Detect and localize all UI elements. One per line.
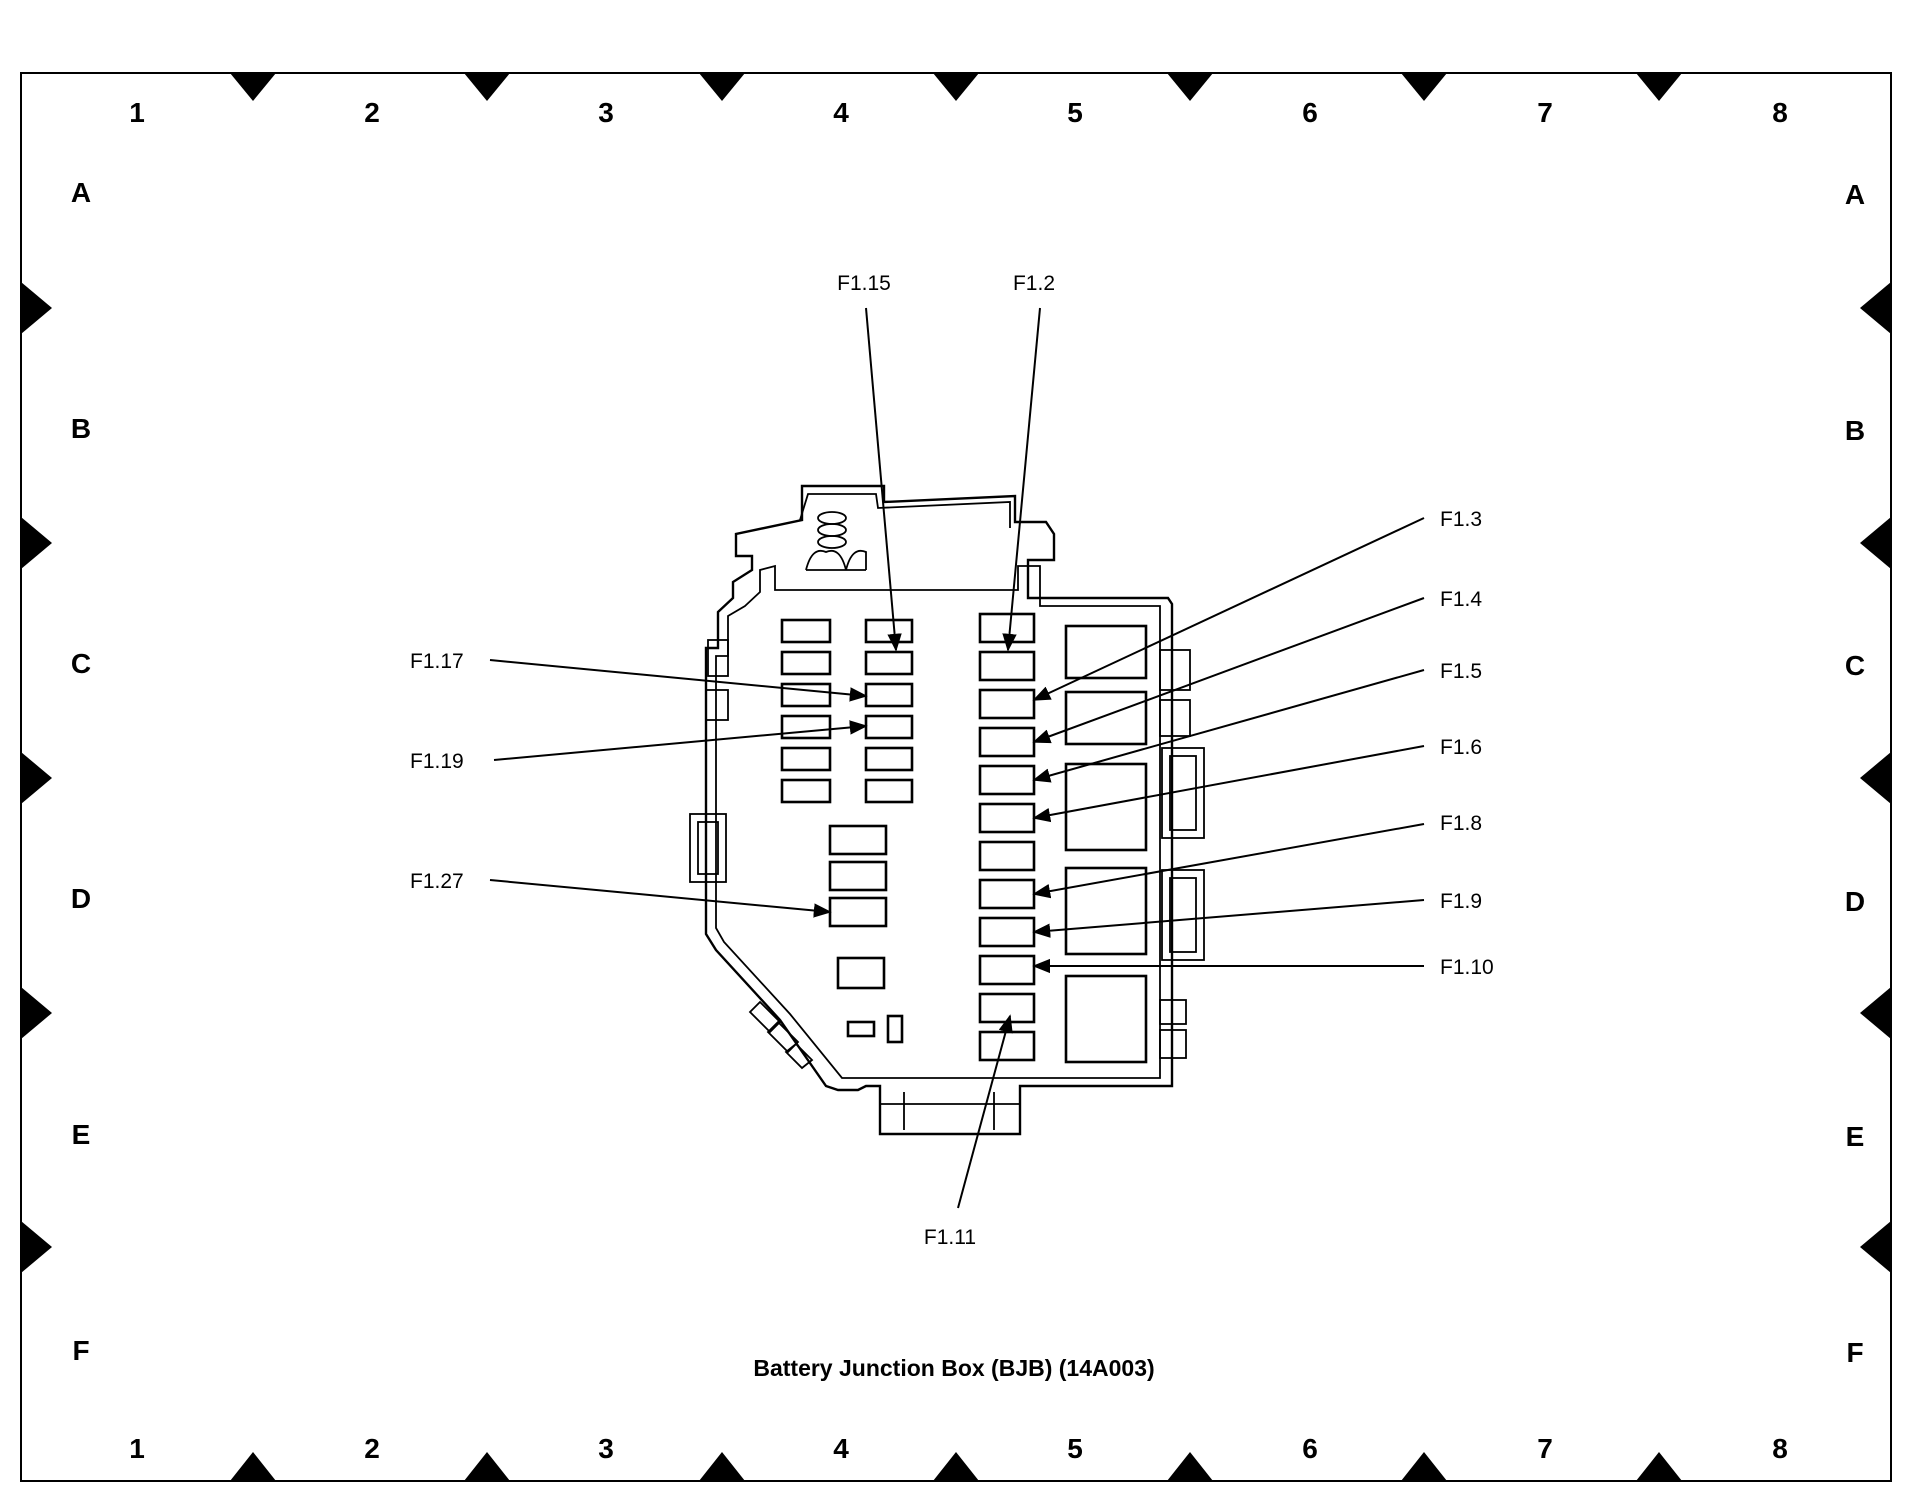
leader-f1-4 [1032,597,1425,744]
right-zone-markers [1860,282,1891,1273]
housing-inner [715,564,1161,1079]
col-label-5-bottom: 5 [1067,1433,1083,1464]
col-label-7-bottom: 7 [1537,1433,1553,1464]
row-label-d-left: D [71,883,91,914]
col-label-4-bottom: 4 [833,1433,849,1464]
label-f1-10: F1.10 [1440,956,1494,979]
leader-f1-11 [957,1014,1013,1209]
label-f1-19: F1.19 [410,750,464,773]
leader-lines [489,307,1425,1209]
leader-f1-2 [1002,307,1041,652]
label-f1-8: F1.8 [1440,812,1482,835]
row-label-f-right: F [1846,1337,1863,1368]
sheet-border [20,72,1892,1482]
row-label-a-right: A [1845,179,1865,210]
col-label-1-bottom: 1 [129,1433,145,1464]
bottom-left-tabs [748,1000,814,1070]
row-label-c-right: C [1845,650,1865,681]
leader-f1-5 [1032,669,1425,783]
label-f1-27: F1.27 [410,870,464,893]
col-label-7-top: 7 [1537,97,1553,128]
col-label-6-bottom: 6 [1302,1433,1318,1464]
leader-f1-8 [1032,823,1425,899]
col-label-1-top: 1 [129,97,145,128]
row-label-a-left: A [71,177,91,208]
col-label-4-top: 4 [833,97,849,128]
col-label-2-bottom: 2 [364,1433,380,1464]
relay-block [1064,624,1148,1064]
callout-labels: F1.15 F1.2 F1.3 F1.4 F1.5 F1.6 F1.8 F1.9… [410,272,1494,1249]
col-label-5-top: 5 [1067,97,1083,128]
label-f1-4: F1.4 [1440,588,1482,611]
right-connectors [1159,649,1205,1059]
leader-f1-3 [1032,517,1425,701]
left-fuse-block [780,618,832,804]
row-label-f-left: F [72,1335,89,1366]
row-label-b-left: B [71,413,91,444]
label-f1-6: F1.6 [1440,736,1482,759]
left-zone-markers [21,282,52,1273]
spring-coil [805,511,867,571]
label-f1-17: F1.17 [410,650,464,673]
label-f1-3: F1.3 [1440,508,1482,531]
large-fuse-block [828,824,904,1044]
leader-f1-6 [1032,745,1425,823]
leader-f1-19 [493,720,868,761]
column-labels-top: 1 2 3 4 5 6 7 8 [129,97,1788,128]
col-label-8-top: 8 [1772,97,1788,128]
leader-f1-17 [489,659,868,702]
leader-f1-9 [1032,899,1425,938]
row-label-e-left: E [72,1119,91,1150]
row-label-e-right: E [1846,1121,1865,1152]
diagram-caption: Battery Junction Box (BJB) (14A003) [753,1355,1154,1381]
top-zone-markers [230,73,1682,101]
col-label-8-bottom: 8 [1772,1433,1788,1464]
left-connector [689,639,729,883]
row-labels-left: A B C D E F [71,177,91,1366]
housing-outline [704,484,1174,1136]
label-f1-5: F1.5 [1440,660,1482,683]
bottom-connector-detail [880,1092,1020,1130]
label-f1-11: F1.11 [924,1226,976,1249]
column-labels-bottom: 1 2 3 4 5 6 7 8 [129,1433,1788,1464]
col-label-2-top: 2 [364,97,380,128]
mid-fuse-block [864,618,914,804]
row-labels-right: A B C D E F [1845,179,1865,1368]
row-label-d-right: D [1845,886,1865,917]
top-clip [799,493,1011,528]
bottom-zone-markers [230,1452,1682,1481]
col-label-6-top: 6 [1302,97,1318,128]
leader-f1-27 [489,879,832,918]
right-fuse-column [978,612,1036,1062]
col-label-3-bottom: 3 [598,1433,614,1464]
label-f1-2: F1.2 [1013,272,1055,295]
row-label-c-left: C [71,648,91,679]
label-f1-15: F1.15 [837,272,891,295]
junction-box-drawing [689,484,1205,1136]
col-label-3-top: 3 [598,97,614,128]
row-label-b-right: B [1845,415,1865,446]
label-f1-9: F1.9 [1440,890,1482,913]
leader-f1-15 [865,307,902,652]
